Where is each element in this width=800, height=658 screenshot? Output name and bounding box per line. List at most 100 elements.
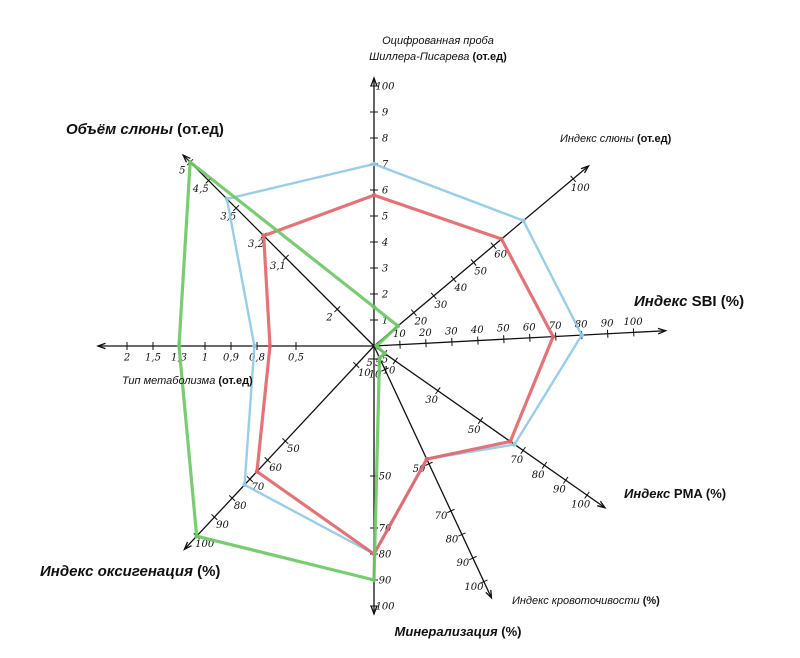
series-layer [176, 159, 584, 583]
tick-mark-pma [541, 461, 548, 469]
tick-label-mineralization: 100 [375, 602, 395, 613]
tick-label-oxygenation: 90 [216, 520, 229, 531]
tick-mark-bleeding [425, 461, 433, 466]
tick-label-sbi: 70 [549, 321, 562, 332]
tick-mark-oxygenation [228, 495, 236, 502]
tick-label-pma: 10 [383, 365, 396, 376]
tick-label-pma: 100 [571, 500, 591, 511]
tick-mark-oxygenation [246, 476, 254, 483]
axis-arrow-saliva_volume [181, 153, 191, 163]
tick-mark-pma [477, 417, 484, 425]
tick-label-schiller_pisarev: 6 [382, 186, 389, 197]
series-point-0 [371, 161, 377, 167]
tick-label-saliva_volume: 5 [179, 165, 185, 176]
tick-label-metabolism: 0,5 [288, 353, 304, 364]
tick-label-oxygenation: 50 [287, 444, 300, 455]
tick-label-oxygenation: 100 [195, 539, 215, 550]
tick-label-saliva_volume: 3,2 [248, 239, 264, 250]
tick-mark-pma [435, 387, 441, 395]
series-point-0 [252, 343, 257, 349]
tick-label-schiller_pisarev: 3 [382, 264, 388, 275]
tick-mark-saliva_index [410, 309, 417, 316]
series-point-1 [499, 236, 504, 242]
tick-label-schiller_pisarev: 100 [375, 82, 395, 93]
tick-label-sbi: 100 [624, 317, 644, 328]
tick-label-oxygenation: 70 [252, 482, 265, 493]
series-point-0 [512, 442, 517, 447]
series-point-0 [521, 218, 526, 223]
tick-mark-bleeding [469, 555, 477, 561]
tick-label-pma: 30 [425, 395, 438, 406]
axis-line-oxygenation [183, 345, 375, 550]
tick-label-oxygenation: 80 [234, 501, 247, 512]
series-point-2 [176, 343, 182, 349]
tick-label-metabolism: 1,5 [145, 353, 161, 364]
axis-label-sbi: Индекс SBI (%) [634, 293, 744, 310]
tick-label-schiller_pisarev: 1 [382, 316, 388, 327]
axis-line-bleeding [373, 345, 493, 599]
series-point-1 [261, 233, 266, 238]
series-point-1 [508, 439, 513, 444]
tick-label-pma: 80 [532, 470, 545, 481]
tick-label-schiller_pisarev: 5 [382, 212, 388, 223]
tick-mark-oxygenation [211, 514, 218, 521]
tick-label-metabolism: 0,9 [223, 353, 240, 364]
axis-arrow-metabolism [96, 342, 106, 350]
tick-label-oxygenation: 60 [269, 463, 282, 474]
tick-label-metabolism: 2 [123, 353, 130, 364]
tick-label-bleeding: 90 [457, 558, 470, 569]
axis-label-mineralization: Минерализация (%) [395, 624, 522, 639]
tick-mark-saliva_volume [282, 254, 289, 261]
series-point-2 [395, 323, 401, 329]
tick-mark-saliva_index [570, 175, 577, 183]
tick-mark-bleeding [480, 579, 488, 584]
tick-label-schiller_pisarev: 2 [381, 290, 388, 301]
tick-mark-pma [392, 357, 399, 365]
axis-label-schiller_pisarev: Шиллера-Писарева (от.ед) [369, 51, 507, 63]
tick-label-sbi: 60 [523, 322, 536, 333]
tick-label-pma: 90 [553, 485, 566, 496]
axis-arrow-bleeding [485, 589, 493, 600]
axis-label-saliva_volume: Объём слюны (от.ед) [66, 121, 224, 138]
series-point-0 [579, 332, 584, 338]
series-polygon-2 [177, 160, 400, 582]
tick-mark-saliva_volume [334, 306, 341, 313]
tick-label-saliva_index: 30 [434, 300, 447, 311]
axis-label-oxygenation: Индекс оксигенация (%) [40, 563, 220, 580]
tick-label-sbi: 40 [470, 325, 484, 336]
tick-label-pma: 50 [468, 425, 481, 436]
axis-label-saliva_index: Индекс слюны (от.ед) [560, 133, 672, 145]
tick-label-sbi: 20 [418, 328, 432, 339]
series-point-2 [371, 577, 377, 583]
axis-line-pma [373, 345, 606, 509]
tick-label-mineralization: 50 [379, 472, 392, 483]
axis-label-pma: Индекс PMA (%) [624, 486, 726, 501]
series-point-1 [550, 334, 556, 339]
axis-line-saliva_volume [182, 154, 375, 347]
axis-label-bleeding: Индекс кровоточивости (%) [512, 595, 660, 607]
tick-label-saliva_index: 40 [453, 283, 467, 294]
tick-label-sbi: 50 [497, 324, 510, 335]
tick-label-metabolism: 0,8 [249, 353, 265, 364]
series-point-0 [224, 196, 230, 202]
series-point-1 [254, 469, 260, 474]
tick-label-mineralization: 5 [382, 355, 388, 366]
tick-label-bleeding: 10 [369, 370, 382, 381]
series-point-1 [424, 456, 429, 462]
axis-label-schiller_pisarev: Оцифрованная проба [382, 35, 494, 47]
tick-label-bleeding: 5 [366, 358, 372, 369]
tick-mark-saliva_index [490, 242, 497, 250]
tick-label-mineralization: 80 [379, 550, 392, 561]
series-polygon-1 [255, 193, 555, 556]
axis-line-saliva_index [373, 165, 589, 347]
axis-arrow-saliva_index [580, 164, 590, 174]
tick-mark-pma [584, 491, 590, 499]
tick-label-sbi: 30 [445, 326, 458, 337]
tick-label-saliva_volume: 4,5 [192, 184, 209, 195]
tick-label-sbi: 90 [601, 318, 614, 329]
series-point-2 [187, 159, 193, 165]
series-point-2 [371, 304, 377, 310]
tick-label-schiller_pisarev: 8 [382, 134, 388, 145]
